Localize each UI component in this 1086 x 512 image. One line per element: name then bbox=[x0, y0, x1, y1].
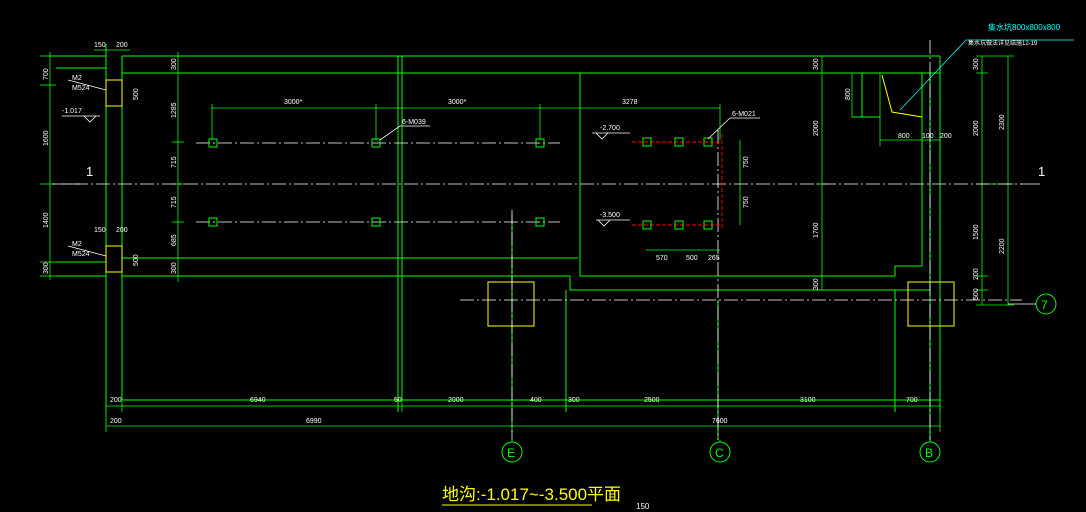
dim-2000-right-outer: 2000 bbox=[973, 120, 980, 136]
dim-bottom2-200: 200 bbox=[110, 418, 122, 425]
dim-3000-b: 3000* bbox=[448, 99, 467, 106]
column-e bbox=[487, 281, 535, 327]
dim-685: 685 bbox=[171, 234, 178, 246]
elevation-3500: -3.500 bbox=[600, 212, 620, 219]
dim-200-top: 200 bbox=[116, 42, 128, 49]
dim-200-lower: 200 bbox=[116, 227, 128, 234]
dim-bottom2-7600: 7600 bbox=[712, 418, 728, 425]
dim-1700-right-inner: 1700 bbox=[813, 222, 820, 238]
dim-bottom-300: 300 bbox=[568, 397, 580, 404]
label-m524-upper: M524 bbox=[72, 85, 90, 92]
dim-bottom-700: 700 bbox=[906, 397, 918, 404]
drawing-title: 地沟:-1.017~-3.500平面 bbox=[442, 485, 621, 504]
dim-bottom-50: 50 bbox=[394, 397, 402, 404]
dim-200-right: 200 bbox=[973, 268, 980, 280]
dim-500-anchor: 500 bbox=[686, 255, 698, 262]
section-mark-right: 1 bbox=[1038, 164, 1045, 179]
dim-300-right-inner-bottom: 300 bbox=[813, 278, 820, 290]
dim-150-lower: 150 bbox=[94, 227, 106, 234]
label-m2-lower: M2 bbox=[72, 241, 82, 248]
label-m524-lower: M524 bbox=[72, 251, 90, 258]
pit-size-callout: 集水坑800x800x800 bbox=[988, 22, 1061, 32]
dim-bottom-3100: 3100 bbox=[800, 397, 816, 404]
dim-300-right-top-outer: 300 bbox=[973, 58, 980, 70]
dim-1600-left: 1600 bbox=[43, 130, 50, 146]
dim-500-right: 500 bbox=[973, 288, 980, 300]
dim-500-upper: 500 bbox=[133, 88, 140, 100]
section-mark-left: 1 bbox=[86, 164, 93, 179]
scale-note: 150 bbox=[636, 502, 650, 511]
axis-label-c: C bbox=[715, 446, 724, 460]
dim-715-a: 715 bbox=[171, 156, 178, 168]
dim-1400-left: 1400 bbox=[43, 212, 50, 228]
dim-2000-right-inner: 2000 bbox=[813, 120, 820, 136]
label-m2-upper: M2 bbox=[72, 75, 82, 82]
dim-2300-right: 2300 bbox=[999, 114, 1006, 130]
dim-300-left: 300 bbox=[43, 262, 50, 274]
elevation-2700: -2.700 bbox=[600, 125, 620, 132]
dim-bottom-6940: 6940 bbox=[250, 397, 266, 404]
dim-500-lower: 500 bbox=[133, 254, 140, 266]
axis-label-e: E bbox=[507, 446, 515, 460]
dim-bottom2-6990: 6990 bbox=[306, 418, 322, 425]
dim-1285: 1285 bbox=[171, 102, 178, 118]
bolt-markers bbox=[208, 137, 713, 230]
dim-800-sump-height: 800 bbox=[845, 88, 852, 100]
anchor-grid-red bbox=[632, 134, 723, 230]
dim-300-inner-bottom: 300 bbox=[171, 262, 178, 274]
dim-3000-a: 3000* bbox=[284, 99, 303, 106]
dim-570: 570 bbox=[656, 255, 668, 262]
dim-265: 265 bbox=[708, 255, 720, 262]
dim-1500-right: 1500 bbox=[973, 224, 980, 240]
dim-bottom-2000: 2000 bbox=[448, 397, 464, 404]
dim-750-a: 750 bbox=[743, 156, 750, 168]
label-bolts-6-m039: 6-M039 bbox=[402, 119, 426, 126]
dim-bottom-2500: 2500 bbox=[644, 397, 660, 404]
elevation-1017: -1.017 bbox=[62, 108, 82, 115]
dim-800-sump-width: 800 bbox=[898, 133, 910, 140]
axis-label-7: 7 bbox=[1041, 298, 1048, 312]
dim-150-top: 150 bbox=[94, 42, 106, 49]
dim-715-b: 715 bbox=[171, 196, 178, 208]
dim-bottom-400: 400 bbox=[530, 397, 542, 404]
dim-200-sump: 200 bbox=[940, 133, 952, 140]
pit-note-callout: 集水坑做法详见结施12-19 bbox=[968, 39, 1038, 47]
dim-2200-right: 2200 bbox=[999, 238, 1006, 254]
dim-300-right-top: 300 bbox=[813, 58, 820, 70]
dim-100-sump: 100 bbox=[922, 133, 934, 140]
dim-750-b: 750 bbox=[743, 196, 750, 208]
column-b bbox=[907, 281, 955, 327]
dimension-lines bbox=[40, 49, 1014, 432]
column-boxes bbox=[105, 74, 955, 327]
dim-700-left: 700 bbox=[43, 68, 50, 80]
dim-bottom-200: 200 bbox=[110, 397, 122, 404]
label-bolts-6-m021: 6-M021 bbox=[732, 111, 756, 118]
dim-3278: 3278 bbox=[622, 99, 638, 106]
center-lines bbox=[52, 40, 1022, 440]
axis-label-b: B bbox=[925, 446, 933, 460]
dim-300-inner-top: 300 bbox=[171, 58, 178, 70]
elevation-marks bbox=[62, 79, 1040, 305]
pit-callout-leader bbox=[899, 39, 1074, 111]
